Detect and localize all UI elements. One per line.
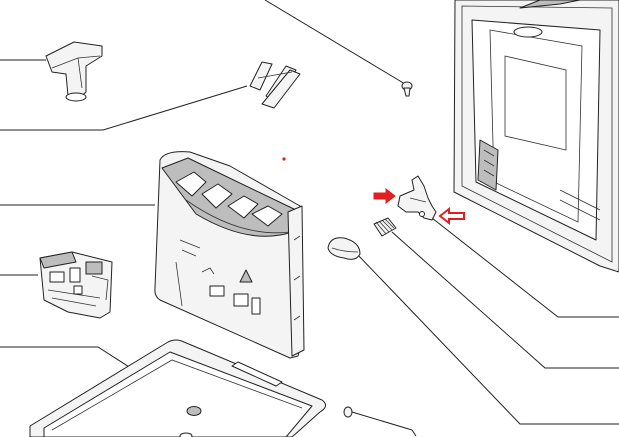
rollers-part: [249, 61, 301, 109]
hinge-lever-part: [397, 175, 437, 221]
knob-part: [45, 41, 103, 102]
door-frame-part: [453, 0, 619, 273]
leader-screw: [264, 0, 406, 85]
door-lock-part: [39, 251, 113, 319]
dispenser-drawer-part: [154, 151, 305, 359]
leader-spring: [391, 231, 619, 369]
leader-rollers: [0, 85, 248, 131]
screw-part: [401, 81, 413, 97]
arrow-right-filled: [373, 187, 396, 205]
rod-part: [343, 406, 417, 437]
tray-part: [29, 339, 326, 437]
marker-dot: [282, 157, 286, 161]
arrow-left-outline: [438, 206, 465, 226]
leader-hinge: [431, 217, 619, 318]
spring-part: [373, 217, 397, 237]
leader-button-cap: [356, 253, 619, 425]
button-cap-part: [327, 237, 361, 260]
